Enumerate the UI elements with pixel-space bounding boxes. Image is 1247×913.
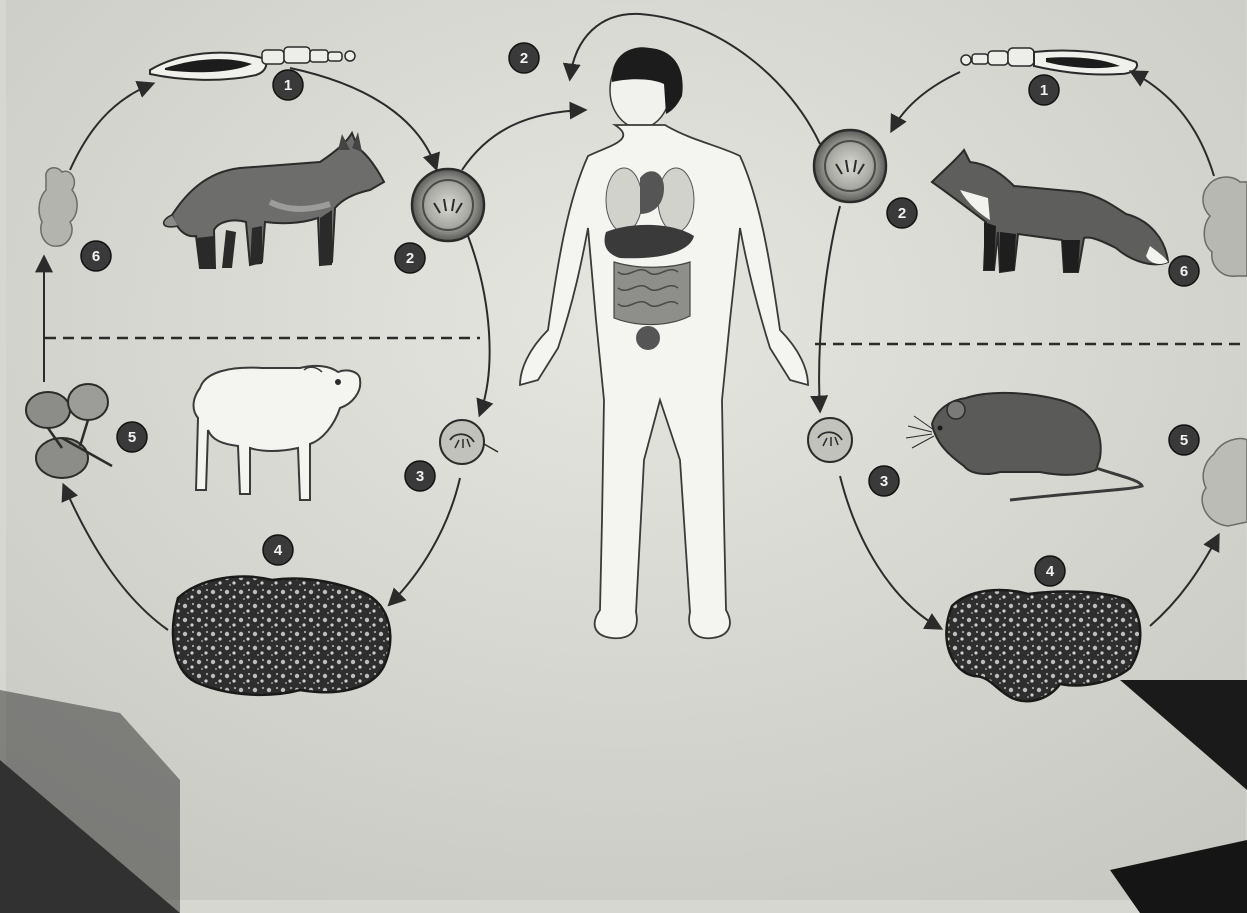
badge-right-3: 3	[869, 466, 899, 496]
svg-text:1: 1	[284, 77, 292, 94]
svg-text:6: 6	[1180, 263, 1188, 280]
svg-text:3: 3	[416, 468, 424, 485]
egg-left	[412, 169, 484, 241]
badge-left-4: 4	[263, 535, 293, 565]
badge-left-6: 6	[81, 241, 111, 271]
svg-text:5: 5	[128, 429, 136, 446]
badge-right-4: 4	[1035, 556, 1065, 586]
hydatid-organ-left	[173, 577, 390, 695]
svg-text:1: 1	[1040, 82, 1048, 99]
badge-right-5: 5	[1169, 425, 1199, 455]
svg-text:5: 5	[1180, 432, 1188, 449]
badge-right-2: 2	[887, 198, 917, 228]
svg-text:2: 2	[406, 250, 414, 267]
badge-center-2: 2	[509, 43, 539, 73]
svg-text:3: 3	[880, 473, 888, 490]
svg-text:4: 4	[1046, 563, 1055, 580]
badge-right-1: 1	[1029, 75, 1059, 105]
badge-left-2: 2	[395, 243, 425, 273]
egg-right	[814, 130, 886, 202]
badge-left-5: 5	[117, 422, 147, 452]
svg-text:2: 2	[898, 205, 906, 222]
badge-left-3: 3	[405, 461, 435, 491]
oncosphere-right	[808, 418, 852, 462]
badge-left-1: 1	[273, 70, 303, 100]
svg-text:4: 4	[274, 542, 283, 559]
svg-text:6: 6	[92, 248, 100, 265]
svg-text:2: 2	[520, 50, 528, 67]
badge-right-6: 6	[1169, 256, 1199, 286]
